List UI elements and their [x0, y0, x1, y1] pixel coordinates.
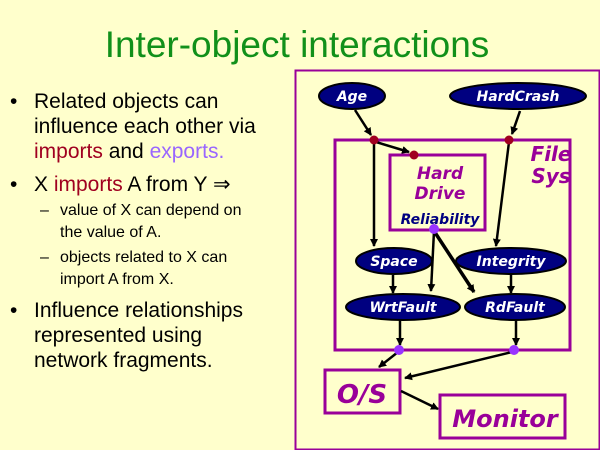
import-dots — [369, 135, 514, 160]
bullet3-line2: represented using — [34, 324, 203, 347]
bullet1-line1: Related objects can — [34, 90, 219, 113]
bullet-glyph: • — [10, 173, 18, 196]
node-age[interactable]: Age — [318, 82, 386, 110]
bullet2-rest: A from Y ⇒ — [122, 173, 231, 196]
node-hardcrash-label: HardCrash — [476, 89, 559, 105]
sub2-line1: objects related to X can — [60, 249, 228, 266]
filesys-label-1: File — [531, 142, 572, 166]
import-dot — [504, 135, 514, 145]
monitor-label: Monitor — [452, 405, 560, 433]
arrow-import-harddrive — [375, 140, 410, 154]
exports-word: exports. — [149, 140, 225, 163]
arrow-export2-os — [404, 350, 513, 381]
node-space[interactable]: Space — [355, 247, 433, 275]
bullet-glyph: • — [10, 90, 18, 113]
arrow-os-monitor — [400, 389, 439, 411]
node-age-label: Age — [336, 89, 367, 105]
bullet1-line2: influence each other via — [34, 115, 256, 138]
export-dot — [429, 224, 439, 234]
import-dot — [369, 135, 379, 145]
filesys-box — [333, 138, 572, 352]
filesys-label-2: Sys — [531, 164, 570, 188]
bullet2-line1: X imports A from Y ⇒ — [34, 172, 231, 197]
monitor-box — [438, 393, 567, 440]
node-integrity-label: Integrity — [477, 254, 547, 270]
export-dots — [394, 224, 519, 355]
imports-word: imports — [34, 140, 103, 163]
arrow-import-integrity — [492, 141, 511, 247]
node-rdfault-label: RdFault — [485, 300, 546, 316]
reliability-label: Reliability — [401, 212, 481, 228]
imports-word: imports — [53, 173, 123, 196]
node-rdfault[interactable]: RdFault — [464, 293, 566, 321]
bullet3-line1: Influence relationships — [34, 299, 243, 322]
dash-glyph: – — [40, 202, 49, 219]
sub1-line1: value of X can depend on — [60, 202, 242, 219]
arrows — [353, 109, 522, 411]
slide-title: Inter-object interactions — [104, 24, 490, 65]
import-dot — [409, 150, 419, 160]
arrow-age-import — [353, 109, 373, 136]
os-box — [323, 368, 402, 415]
and-word: and — [102, 140, 150, 163]
harddrive-label-2: Drive — [415, 184, 466, 204]
node-wrtfault[interactable]: WrtFault — [345, 293, 461, 321]
sub2-line2: import A from X. — [60, 271, 174, 288]
export-dot — [394, 345, 404, 355]
bullet-glyph: • — [10, 299, 18, 322]
bullet3-line3: network fragments. — [34, 349, 213, 372]
node-integrity[interactable]: Integrity — [455, 247, 567, 275]
arrow-export-os — [378, 351, 399, 368]
export-dot — [509, 345, 519, 355]
node-wrtfault-label: WrtFault — [369, 300, 437, 316]
arrow-reliability-rdfault — [432, 230, 476, 293]
x-word: X — [34, 173, 54, 196]
node-space-label: Space — [370, 254, 417, 270]
harddrive-label-1: Hard — [417, 164, 464, 184]
dash-glyph: – — [40, 249, 49, 266]
sub1-line2: the value of A. — [60, 224, 162, 241]
bullet1-line3: imports and exports. — [34, 139, 224, 164]
arrow-hardcrash-import — [510, 110, 522, 135]
node-hardcrash[interactable]: HardCrash — [449, 82, 587, 110]
os-label: O/S — [337, 380, 387, 410]
